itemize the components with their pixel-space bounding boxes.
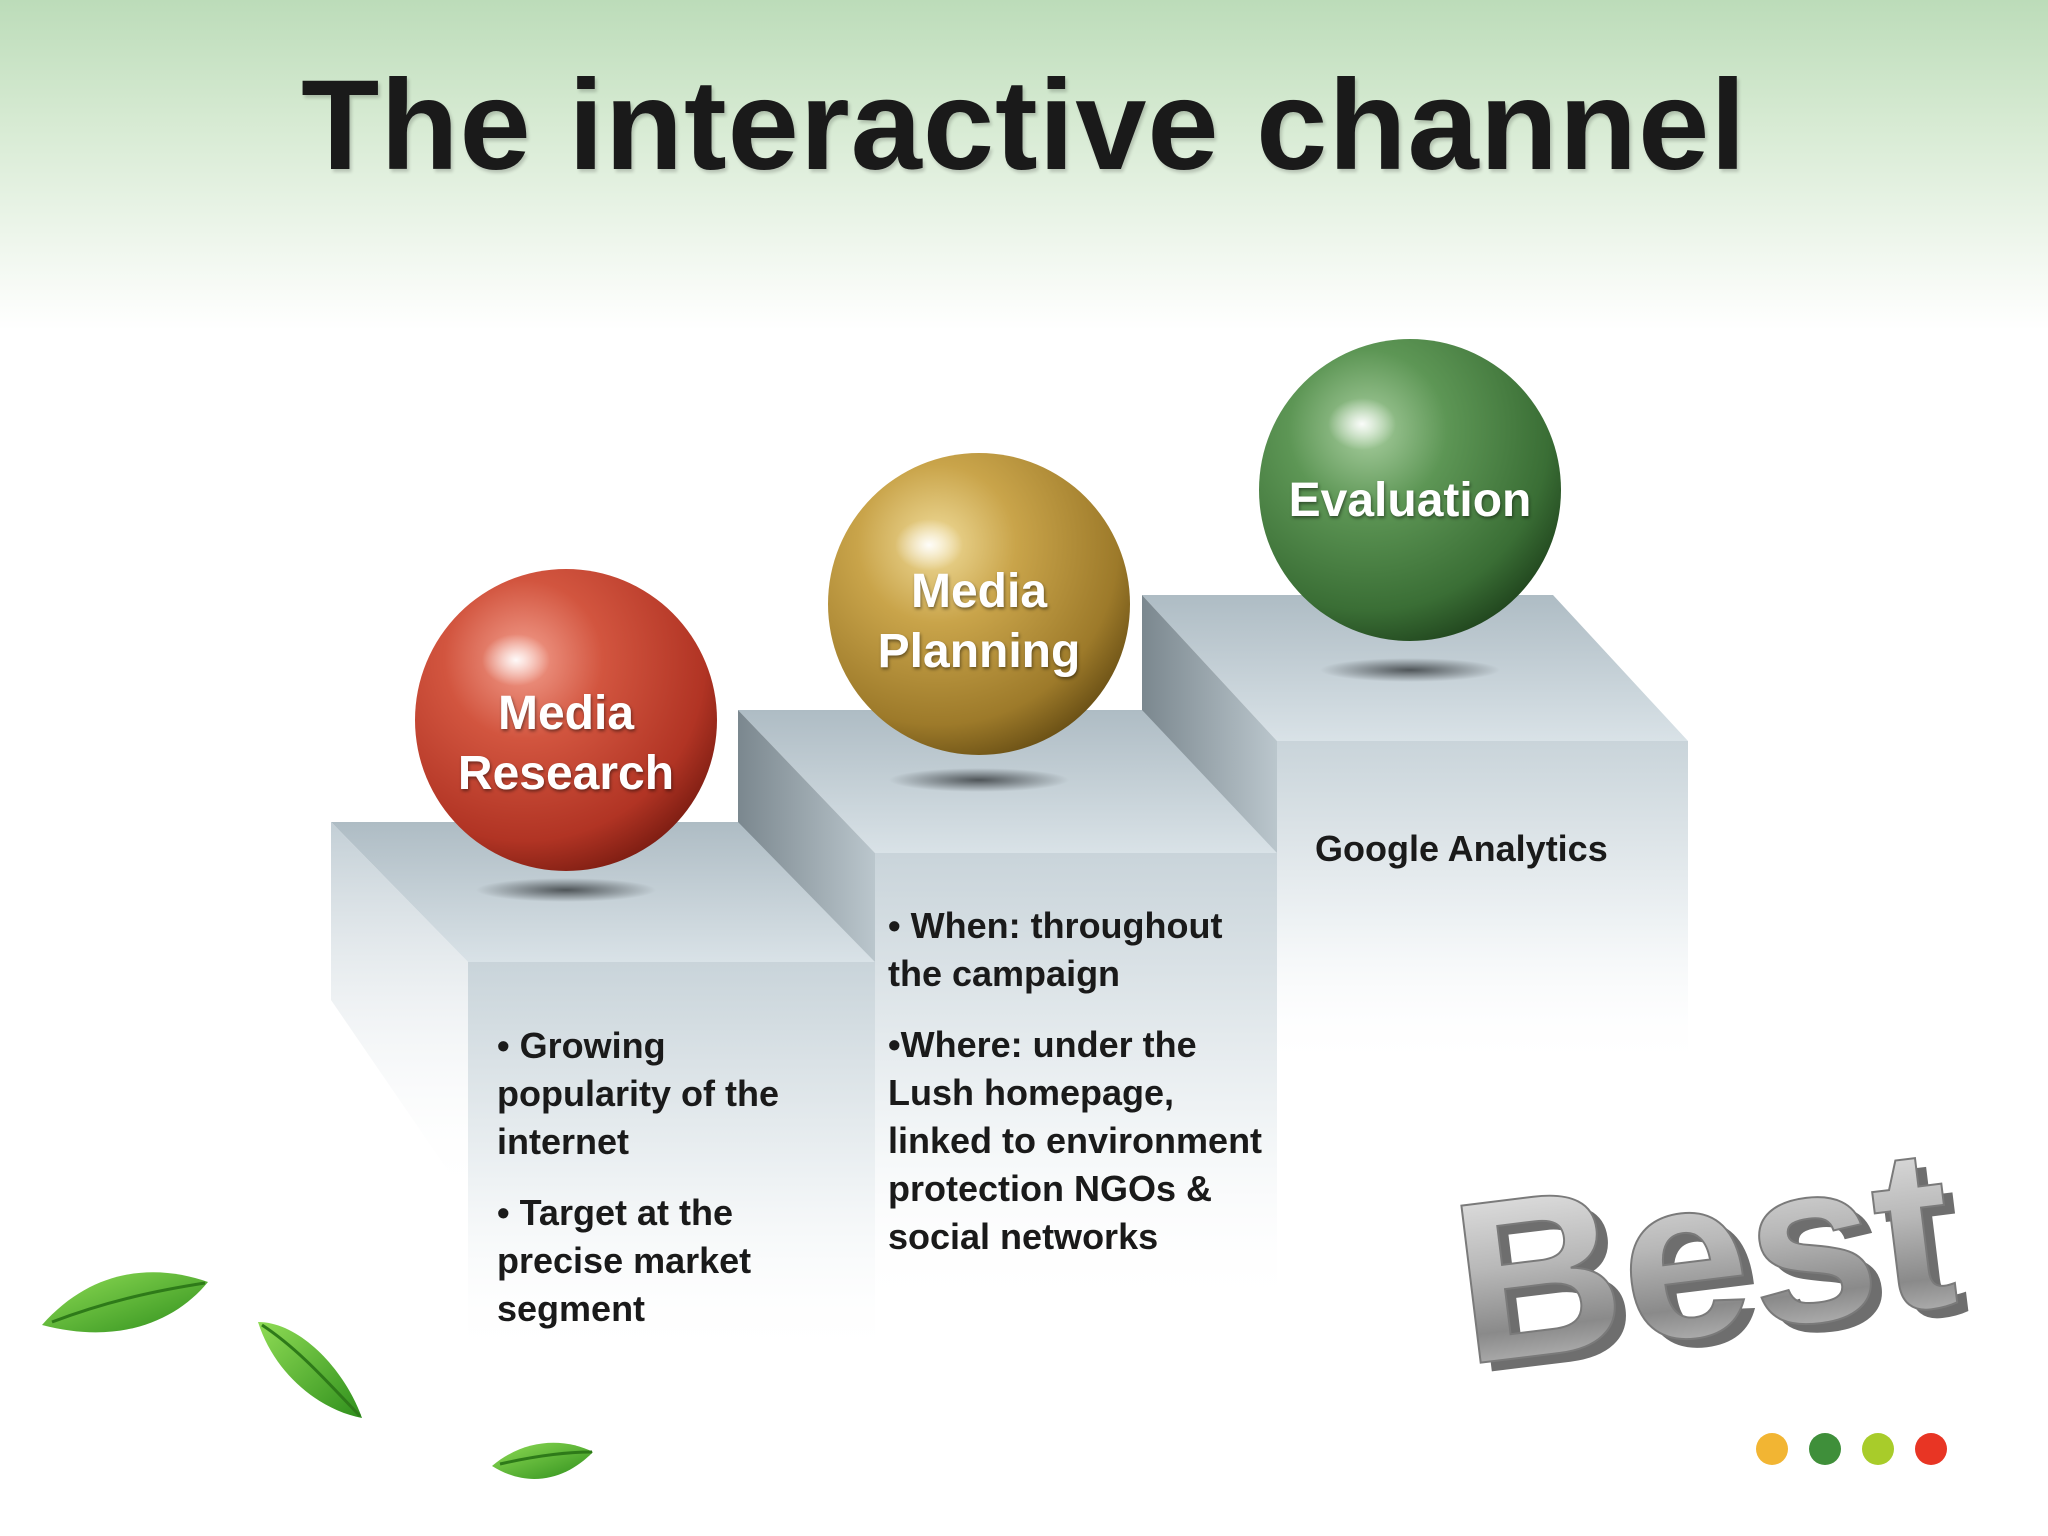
best-logo: Best Best bbox=[1439, 1096, 1977, 1422]
label-line: Research bbox=[457, 747, 675, 800]
decor-dot bbox=[1915, 1433, 1947, 1465]
bullet-item: Google Analytics bbox=[1315, 828, 1608, 869]
label-line: Media bbox=[910, 565, 1048, 618]
leaf-icon bbox=[42, 1272, 208, 1333]
step-1-bullets: • Growing popularity of the internet • T… bbox=[497, 1022, 837, 1356]
bullet-item: •Where: under the Lush homepage, linked … bbox=[888, 1024, 1263, 1257]
label-line: Media bbox=[497, 687, 635, 740]
slide-title: The interactive channel bbox=[301, 54, 1747, 197]
sphere-media-research bbox=[415, 569, 717, 871]
decor-dot bbox=[1809, 1433, 1841, 1465]
step-2-bullets: • When: throughout the campaign •Where: … bbox=[888, 902, 1268, 1284]
svg-text:Best: Best bbox=[1440, 1097, 1966, 1413]
leaf-icon bbox=[258, 1322, 362, 1418]
label-line: Planning bbox=[877, 625, 1081, 678]
sphere-shadow bbox=[1320, 658, 1500, 682]
bullet-item: • Growing popularity of the internet bbox=[497, 1025, 779, 1162]
decor-dot bbox=[1756, 1433, 1788, 1465]
sphere-media-planning bbox=[828, 453, 1130, 755]
step-3-label: Evaluation bbox=[1260, 471, 1560, 531]
svg-text:Best: Best bbox=[1451, 1106, 1977, 1422]
sphere-evaluation bbox=[1259, 339, 1561, 641]
bullet-item: • When: throughout the campaign bbox=[888, 905, 1223, 994]
sphere-shadow bbox=[889, 768, 1069, 792]
step-3-bullets: Google Analytics bbox=[1315, 825, 1675, 896]
bullet-item: • Target at the precise market segment bbox=[497, 1192, 752, 1329]
label-line: Evaluation bbox=[1288, 474, 1532, 527]
sphere-shadow bbox=[476, 878, 656, 902]
leaf-icon bbox=[492, 1442, 593, 1479]
step-2-label: Media Planning bbox=[829, 562, 1129, 682]
decor-dot bbox=[1862, 1433, 1894, 1465]
step-1-label: Media Research bbox=[416, 684, 716, 804]
